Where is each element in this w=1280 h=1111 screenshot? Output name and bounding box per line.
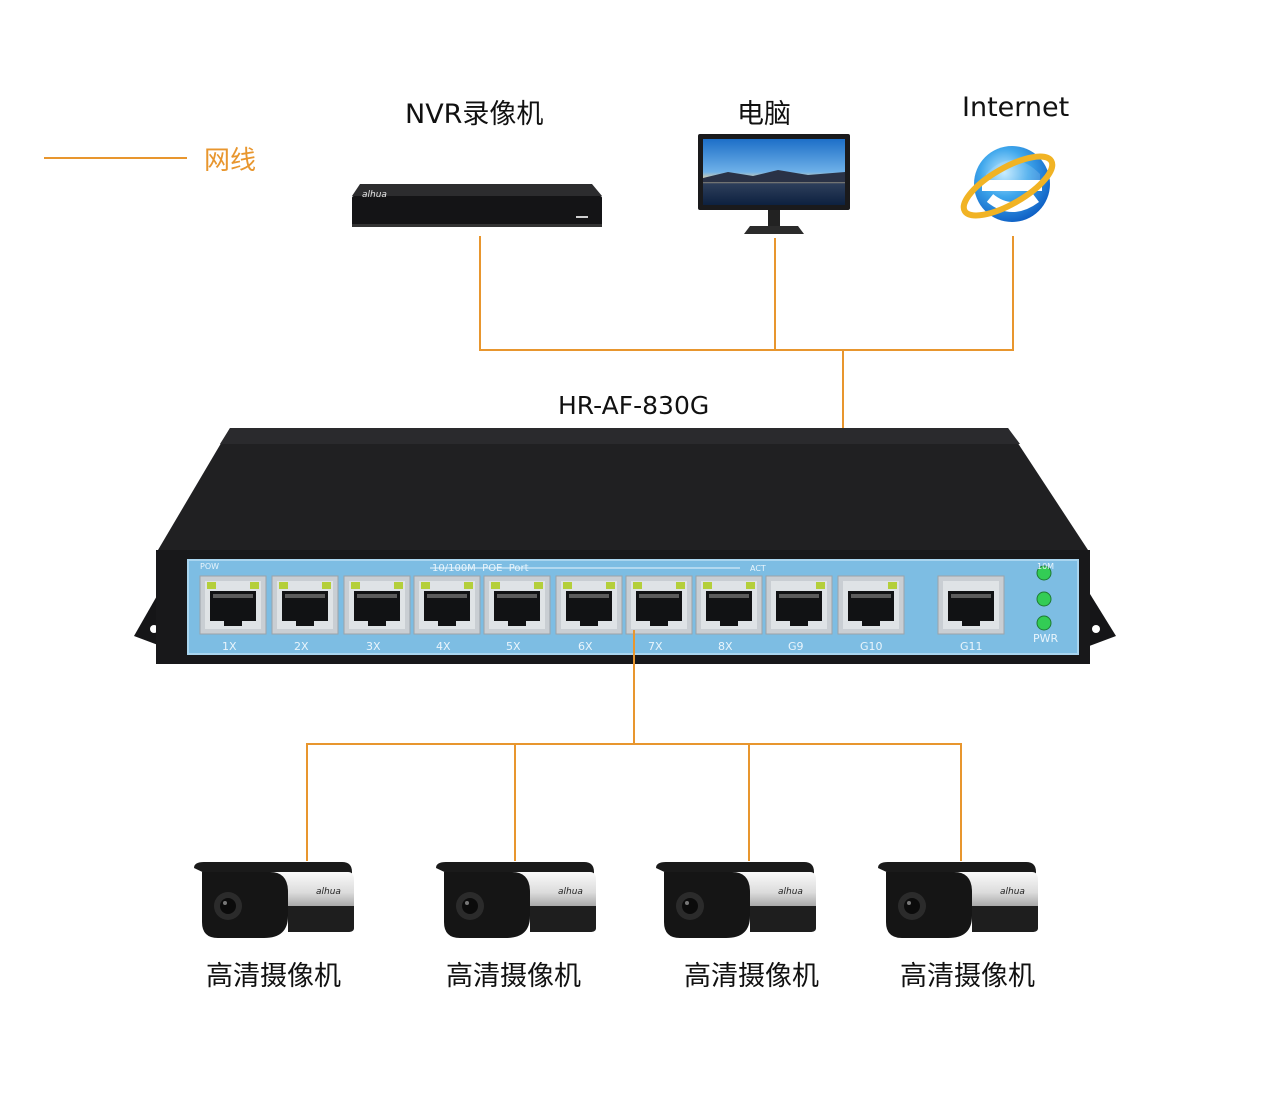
port-label-3x: 3X	[366, 640, 381, 653]
poe-switch	[134, 428, 1116, 664]
bullet-camera-icon: alhua	[656, 862, 816, 938]
camera-brand-logo: alhua	[1000, 887, 1025, 897]
rj45-port-g9	[765, 575, 833, 635]
port-label-7x: 7X	[648, 640, 663, 653]
rj45-port-7x	[625, 575, 693, 635]
port-label-5x: 5X	[506, 640, 521, 653]
rj45-port-6x	[555, 575, 623, 635]
camera-brand-logo: alhua	[778, 887, 803, 897]
wire-cam1	[306, 743, 308, 861]
wire-internet-down	[1012, 236, 1014, 351]
port-label-4x: 4X	[436, 640, 451, 653]
switch-model-label: HR-AF-830G	[558, 391, 710, 420]
switch-ports	[199, 565, 1052, 635]
wire-cam2	[514, 743, 516, 861]
internet-explorer-icon	[960, 146, 1056, 222]
rj45-port-5x	[483, 575, 551, 635]
switch-led-top-label: 10M	[1037, 562, 1055, 571]
wire-bottom-bus	[306, 743, 962, 745]
rj45-port-1x	[199, 575, 267, 635]
status-led-3	[1036, 615, 1052, 631]
rj45-port-g11	[937, 575, 1005, 635]
rj45-port-2x	[271, 575, 339, 635]
wire-pc-down	[774, 238, 776, 351]
port-label-6x: 6X	[578, 640, 593, 653]
port-label-g11: G11	[960, 640, 983, 653]
camera-label-4: 高清摄像机	[900, 961, 1035, 992]
switch-header-left: POW	[200, 562, 220, 571]
rj45-port-4x	[413, 575, 481, 635]
switch-led-bottom-label: PWR	[1033, 632, 1059, 645]
wire-nvr-down	[479, 236, 481, 351]
pc-label: 电脑	[737, 99, 791, 130]
bullet-camera-icon: alhua	[194, 862, 354, 938]
status-led-2	[1036, 591, 1052, 607]
port-label-2x: 2X	[294, 640, 309, 653]
status-led-1	[1036, 565, 1052, 581]
rj45-port-3x	[343, 575, 411, 635]
wire-cam3	[748, 743, 750, 861]
wire-cam4	[960, 743, 962, 861]
wire-top-bus	[479, 349, 1014, 351]
monitor-icon	[698, 134, 850, 234]
camera-brand-logo: alhua	[558, 887, 583, 897]
nvr-brand-logo: alhua	[362, 190, 387, 200]
legend-label: 网线	[204, 146, 257, 176]
port-label-8x: 8X	[718, 640, 733, 653]
camera-label-1: 高清摄像机	[206, 961, 341, 992]
switch-header-center: 10/100M POE Port	[432, 563, 529, 574]
nvr-label: NVR录像机	[405, 99, 544, 130]
rj45-port-8x	[695, 575, 763, 635]
rj45-port-g10	[837, 575, 905, 635]
bullet-camera-icon: alhua	[436, 862, 596, 938]
legend-line	[44, 157, 187, 159]
port-label-g9: G9	[788, 640, 804, 653]
internet-label: Internet	[962, 92, 1070, 123]
wire-switch-down	[633, 630, 635, 745]
camera-label-2: 高清摄像机	[446, 961, 581, 992]
camera-label-3: 高清摄像机	[684, 961, 819, 992]
nvr-recorder-icon: alhua	[352, 184, 602, 227]
bullet-camera-icon: alhua	[878, 862, 1038, 938]
port-label-g10: G10	[860, 640, 883, 653]
port-label-1x: 1X	[222, 640, 237, 653]
camera-brand-logo: alhua	[316, 887, 341, 897]
switch-header-right: ACT	[750, 564, 766, 573]
